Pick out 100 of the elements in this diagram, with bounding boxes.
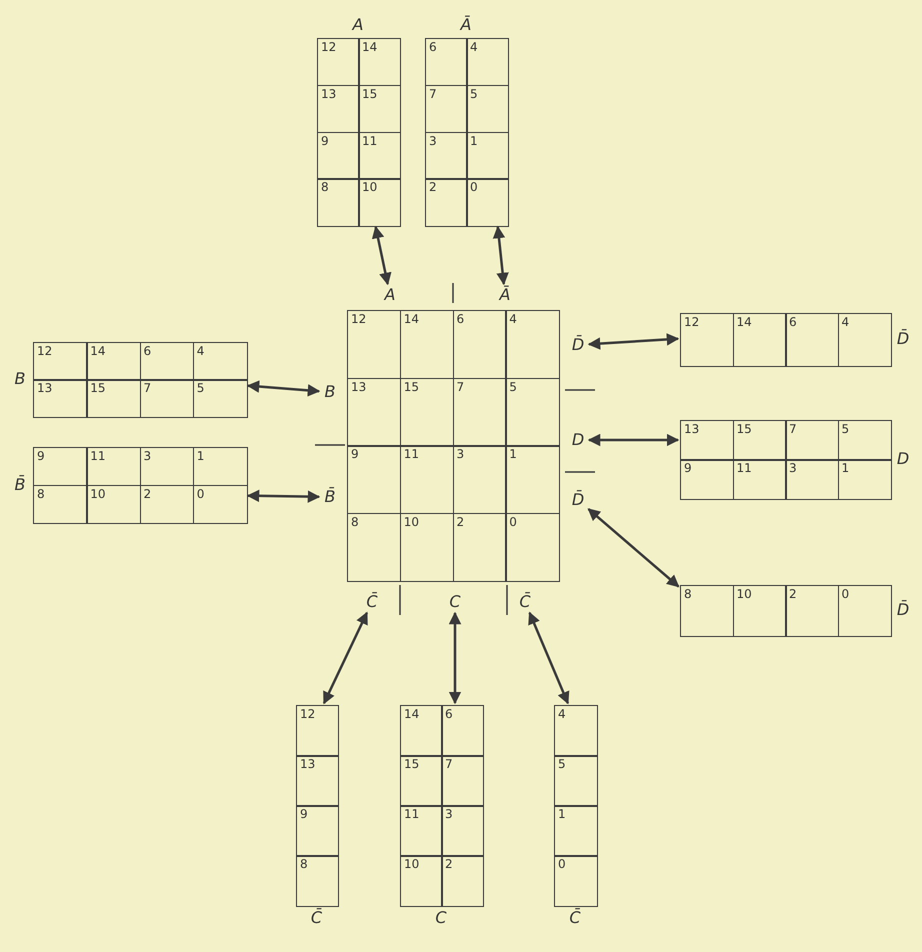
map-cell: 8: [347, 512, 402, 582]
map-cell: 4: [466, 38, 508, 86]
variable-label: D̄: [569, 491, 587, 509]
map-cell: 6: [140, 342, 194, 380]
variable-label: C: [434, 909, 448, 927]
map-cell: 3: [785, 459, 839, 500]
map-cell: 4: [838, 313, 892, 366]
double-arrow: [528, 612, 570, 704]
map-cell: 0: [838, 585, 892, 636]
map-cell: 10: [358, 178, 400, 226]
variable-label: D̄: [896, 330, 910, 348]
map-cell: 7: [452, 378, 507, 446]
map-cell: 13: [296, 755, 338, 806]
variable-label: C: [446, 593, 464, 611]
map-cell: 11: [358, 132, 400, 180]
variable-label: B̄: [321, 488, 339, 506]
map-cell: 2: [425, 178, 468, 226]
map-cell: 6: [425, 38, 468, 86]
variable-label: B: [321, 383, 339, 401]
map-cell: 11: [86, 447, 141, 486]
double-arrow: [246, 380, 320, 397]
map-cell: 5: [466, 84, 508, 133]
double-arrow: [246, 490, 320, 503]
map-cell: 0: [554, 855, 598, 906]
map-cell: 10: [732, 585, 786, 636]
map-cell: 2: [785, 585, 839, 636]
variable-label: A: [350, 16, 364, 34]
map-cell: 6: [785, 313, 839, 366]
map-cell: 8: [296, 855, 338, 906]
map-cell: 7: [140, 379, 194, 418]
map-cell: 1: [838, 459, 892, 500]
variable-label: C̄: [363, 593, 381, 611]
map-cell: 14: [86, 342, 141, 380]
map-cell: 13: [317, 84, 360, 133]
map-cell: 14: [358, 38, 400, 86]
double-arrow: [588, 508, 680, 588]
map-cell: 12: [296, 705, 338, 756]
variable-label: A: [381, 286, 399, 304]
map-cell: 14: [732, 313, 786, 366]
map-cell: 7: [425, 84, 468, 133]
map-cell: 4: [505, 310, 560, 379]
variable-label: D: [569, 431, 587, 449]
variable-label: Ā: [458, 16, 472, 34]
map-cell: 14: [400, 705, 442, 756]
map-cell: 10: [86, 484, 141, 524]
map-cell: 9: [33, 447, 88, 486]
variable-label: B: [14, 370, 26, 388]
map-cell: 6: [441, 705, 484, 756]
map-cell: 11: [400, 805, 442, 856]
double-arrow: [372, 226, 392, 286]
variable-label: D̄: [896, 601, 910, 619]
map-cell: 12: [317, 38, 360, 86]
double-arrow: [492, 226, 509, 286]
map-cell: 3: [425, 132, 468, 180]
map-cell: 12: [347, 310, 402, 379]
map-cell: 0: [466, 178, 508, 226]
map-cell: 8: [317, 178, 360, 226]
variable-label: B̄: [14, 476, 26, 494]
variable-label: Ā: [496, 286, 514, 304]
double-arrow: [588, 333, 680, 350]
map-cell: 8: [680, 585, 734, 636]
map-cell: 13: [680, 420, 734, 460]
map-cell: 15: [732, 420, 786, 460]
map-cell: 11: [732, 459, 786, 500]
map-cell: 9: [296, 805, 338, 856]
map-cell: 9: [347, 445, 402, 514]
map-cell: 7: [785, 420, 839, 460]
map-cell: 0: [505, 512, 560, 582]
map-cell: 6: [452, 310, 507, 379]
map-cell: 15: [358, 84, 400, 133]
map-cell: 0: [192, 484, 248, 524]
map-cell: 2: [452, 512, 507, 582]
map-cell: 9: [317, 132, 360, 180]
map-cell: 10: [400, 855, 442, 906]
map-cell: 1: [192, 447, 248, 486]
variable-label: D: [896, 450, 910, 468]
double-arrow: [322, 612, 368, 704]
map-cell: 1: [466, 132, 508, 180]
variable-label: C̄: [310, 909, 324, 927]
map-cell: 1: [505, 445, 560, 514]
map-cell: 5: [192, 379, 248, 418]
map-cell: 7: [441, 755, 484, 806]
map-cell: 13: [33, 379, 88, 418]
map-cell: 12: [680, 313, 734, 366]
map-cell: 3: [441, 805, 484, 856]
map-cell: 13: [347, 378, 402, 446]
double-arrow: [588, 434, 680, 446]
map-cell: 9: [680, 459, 734, 500]
variable-label: D̄: [569, 336, 587, 354]
map-cell: 8: [33, 484, 88, 524]
map-cell: 5: [505, 378, 560, 446]
double-arrow: [448, 612, 462, 704]
map-cell: 15: [400, 755, 442, 806]
variable-label: C̄: [568, 909, 582, 927]
map-cell: 3: [452, 445, 507, 514]
variable-label: C̄: [516, 593, 534, 611]
map-cell: 4: [192, 342, 248, 380]
map-cell: 2: [441, 855, 484, 906]
map-cell: 5: [838, 420, 892, 460]
map-cell: 5: [554, 755, 598, 806]
